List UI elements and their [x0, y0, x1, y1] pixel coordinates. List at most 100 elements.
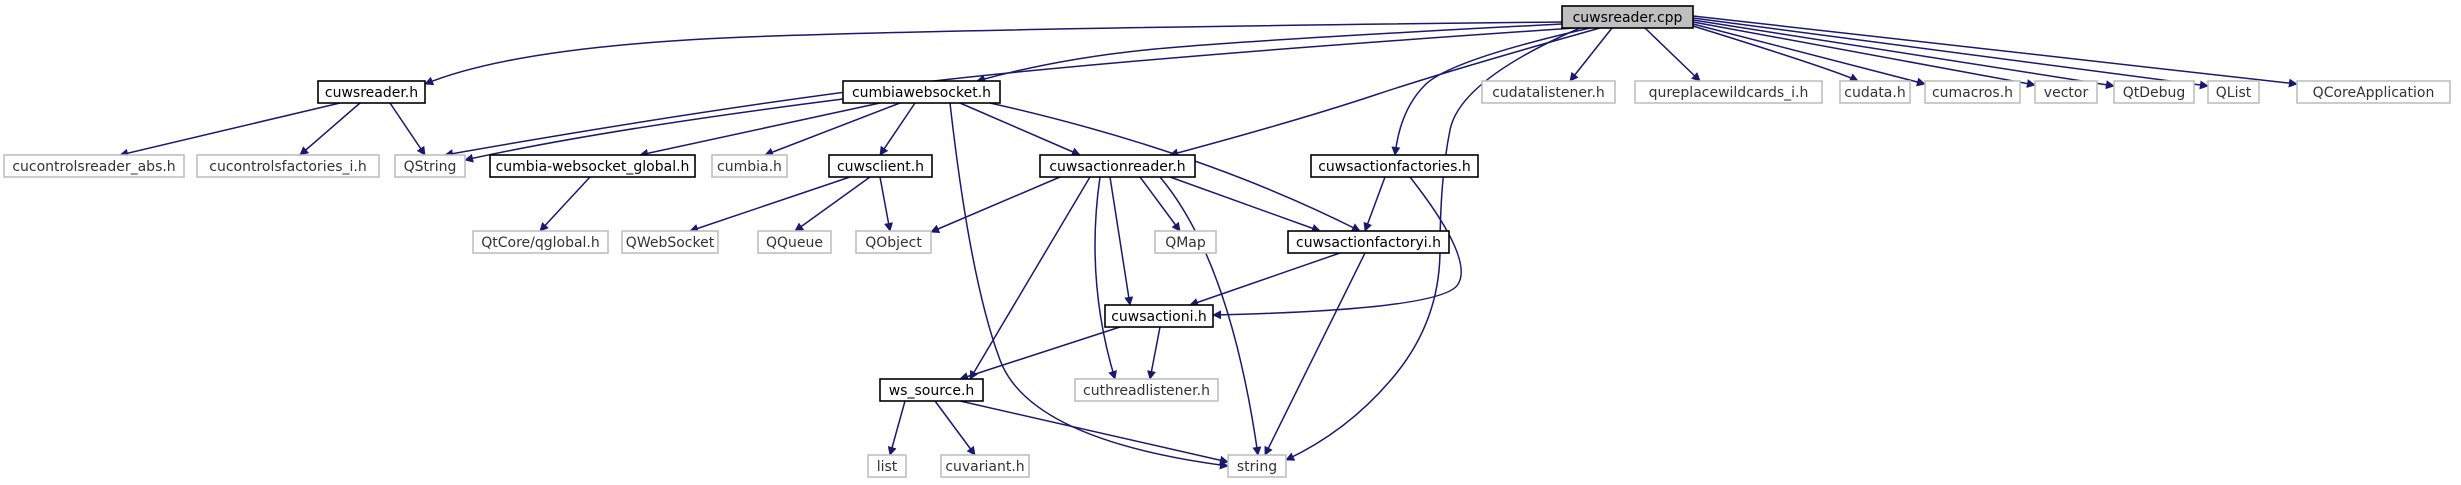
node-string: string: [1227, 454, 1287, 478]
edge-cumbiawebsocket-h-to-cuwsactionreader-h: [959, 102, 1081, 156]
node-box-cumbia-h: [711, 154, 788, 178]
edge-cuwsreader-cpp-to-cumbiawebsocket-h: [976, 23, 1563, 84]
node-label-cumbia-websocket-global-h: cumbia-websocket_global.h: [496, 159, 690, 175]
edge-cuwsreader-cpp-to-qstring: [444, 27, 1576, 159]
node-qwebsocket: QWebSocket: [621, 230, 719, 254]
node-box-string: [1227, 454, 1287, 478]
node-label-list: list: [877, 459, 898, 475]
node-box-cuvariant-h: [940, 454, 1030, 478]
edge-cuwsclient-h-to-qobject: [879, 176, 893, 232]
node-box-cumbiawebsocket-h: [842, 80, 1001, 104]
node-label-cuthreadlistener-h: cuthreadlistener.h: [1083, 383, 1210, 399]
node-cuwsreader-cpp[interactable]: cuwsreader.cpp: [1561, 5, 1694, 29]
node-cucontrolsreader-abs-h: cucontrolsreader_abs.h: [3, 154, 185, 178]
node-box-cudatalistener-h: [1481, 80, 1616, 104]
node-cuwsactionreader-h[interactable]: cuwsactionreader.h: [1039, 154, 1196, 178]
node-label-qcoreapplication: QCoreApplication: [2313, 85, 2435, 101]
edge-cuwsactionreader-h-to-qobject: [930, 176, 1061, 233]
edge-cuwsactionreader-h-to-ws-source-h: [969, 176, 1091, 380]
node-cumbia-websocket-global-h[interactable]: cumbia-websocket_global.h: [489, 154, 696, 178]
edge-layer: [119, 15, 2298, 470]
node-qstring: QString: [394, 154, 466, 178]
node-box-cuwsactionfactoryi-h: [1287, 230, 1450, 254]
node-cuwsactioni-h[interactable]: cuwsactioni.h: [1104, 304, 1214, 328]
edge-cuwsreader-cpp-to-cudatalistener-h: [1569, 27, 1613, 82]
node-box-cuwsactioni-h: [1104, 304, 1214, 328]
edge-cuwsactionreader-h-to-cuwsactionfactoryi-h: [1169, 176, 1321, 233]
edge-cuwsactionreader-h-to-cuwsactioni-h: [1109, 176, 1134, 306]
node-box-qcoreapplication: [2296, 80, 2451, 104]
node-label-cudatalistener-h: cudatalistener.h: [1492, 85, 1605, 101]
node-cudata-h: cudata.h: [1839, 80, 1911, 104]
node-box-qlist: [2207, 80, 2260, 104]
node-label-cuwsreader-cpp: cuwsreader.cpp: [1573, 10, 1683, 26]
edge-cuwsactionfactoryi-h-to-cuwsactioni-h: [1189, 252, 1341, 307]
edge-cuwsclient-h-to-qqueue: [794, 176, 871, 232]
node-label-cumacros-h: cumacros.h: [1932, 85, 2013, 101]
edge-cuwsactionreader-h-to-string: [1159, 176, 1262, 456]
node-box-cuthreadlistener-h: [1074, 378, 1219, 402]
node-cuthreadlistener-h: cuthreadlistener.h: [1074, 378, 1219, 402]
node-label-cudata-h: cudata.h: [1844, 85, 1905, 101]
node-box-cumacros-h: [1924, 80, 2021, 104]
node-ws-source-h[interactable]: ws_source.h: [879, 378, 984, 402]
edge-cumbia-websocket-global-h-to-qtcore-qglobal-h: [539, 176, 591, 232]
node-label-cuwsactionreader-h: cuwsactionreader.h: [1049, 159, 1185, 175]
edge-cumbiawebsocket-h-to-cuwsclient-h: [879, 102, 916, 156]
edge-cuwsactionfactories-h-to-cuwsactionfactoryi-h: [1363, 176, 1386, 232]
node-box-cuwsactionreader-h: [1039, 154, 1196, 178]
node-label-cuwsclient-h: cuwsclient.h: [837, 159, 924, 175]
edge-cuwsactioni-h-to-ws-source-h: [959, 326, 1121, 381]
node-label-vector: vector: [2044, 85, 2089, 101]
node-label-qobject: QObject: [865, 235, 922, 251]
node-label-ws-source-h: ws_source.h: [889, 383, 975, 399]
node-qcoreapplication: QCoreApplication: [2296, 80, 2451, 104]
node-cudatalistener-h: cudatalistener.h: [1481, 80, 1616, 104]
node-box-qureplacewildcards-i-h: [1634, 80, 1823, 104]
edge-cuwsclient-h-to-qwebsocket: [689, 176, 851, 233]
node-box-cuwsclient-h: [828, 154, 933, 178]
node-qmap: QMap: [1154, 230, 1217, 254]
node-box-cumbia-websocket-global-h: [489, 154, 696, 178]
node-cuwsclient-h[interactable]: cuwsclient.h: [828, 154, 933, 178]
edge-cuwsreader-h-to-cucontrolsreader-abs-h: [119, 102, 341, 158]
edge-cumbiawebsocket-h-to-string: [949, 102, 1229, 470]
node-cuwsactionfactories-h[interactable]: cuwsactionfactories.h: [1310, 154, 1479, 178]
node-cuwsactionfactoryi-h[interactable]: cuwsactionfactoryi.h: [1287, 230, 1450, 254]
edge-cuwsreader-cpp-to-cumacros-h: [1692, 23, 1926, 87]
node-vector: vector: [2034, 80, 2098, 104]
node-label-string: string: [1237, 459, 1277, 475]
node-box-cuwsactionfactories-h: [1310, 154, 1479, 178]
edge-cuwsreader-cpp-to-cuwsactionreader-h: [1169, 27, 1601, 158]
node-qqueue: QQueue: [757, 230, 832, 254]
node-cumbiawebsocket-h[interactable]: cumbiawebsocket.h: [842, 80, 1001, 104]
node-label-cucontrolsfactories-i-h: cucontrolsfactories_i.h: [209, 159, 366, 175]
edge-cumbiawebsocket-h-to-cumbia-websocket-global-h: [639, 102, 881, 158]
node-cucontrolsfactories-i-h: cucontrolsfactories_i.h: [196, 154, 380, 178]
edge-cuwsreader-cpp-to-qtdebug: [1692, 19, 2115, 90]
edge-cuwsactionreader-h-to-cuthreadlistener-h: [1094, 176, 1117, 380]
edge-cuwsreader-cpp-to-cuwsreader-h: [424, 21, 1563, 86]
node-box-list: [867, 454, 907, 478]
node-qtdebug: QtDebug: [2113, 80, 2195, 104]
node-box-qstring: [394, 154, 466, 178]
edge-cuwsreader-cpp-to-qcoreapplication: [1692, 15, 2298, 88]
node-qtcore-qglobal-h: QtCore/qglobal.h: [472, 230, 609, 254]
node-box-qtdebug: [2113, 80, 2195, 104]
node-box-vector: [2034, 80, 2098, 104]
edge-cuwsactionreader-h-to-qmap: [1139, 176, 1181, 232]
edge-cumbiawebsocket-h-to-qstring: [464, 98, 844, 163]
node-box-cuwsreader-h: [317, 80, 426, 104]
node-box-qqueue: [757, 230, 832, 254]
edge-ws-source-h-to-string: [959, 400, 1229, 465]
node-label-qmap: QMap: [1165, 235, 1206, 251]
node-label-cuwsactionfactoryi-h: cuwsactionfactoryi.h: [1296, 235, 1441, 251]
node-qureplacewildcards-i-h: qureplacewildcards_i.h: [1634, 80, 1823, 104]
edge-cuwsreader-h-to-cucontrolsfactories-i-h: [299, 102, 361, 156]
node-label-cucontrolsreader-abs-h: cucontrolsreader_abs.h: [12, 159, 175, 175]
node-box-cucontrolsreader-abs-h: [3, 154, 185, 178]
node-label-qwebsocket: QWebSocket: [626, 235, 715, 251]
node-qobject: QObject: [855, 230, 932, 254]
node-cuwsreader-h[interactable]: cuwsreader.h: [317, 80, 426, 104]
